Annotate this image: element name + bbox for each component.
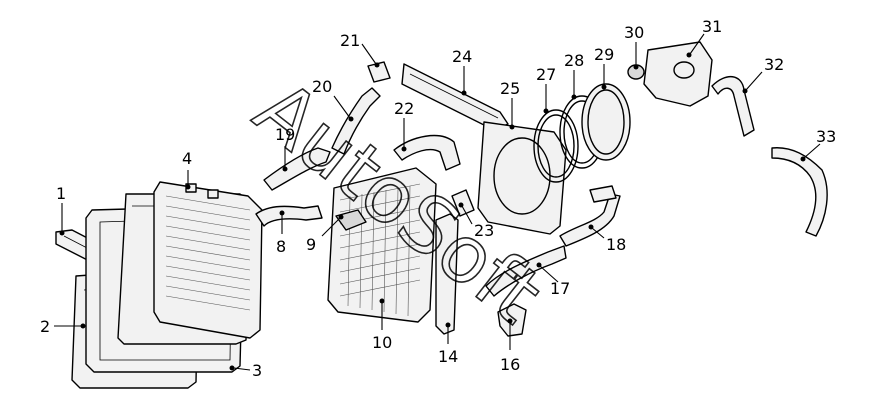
callout-30: 30 <box>624 23 644 42</box>
part-18-pipe <box>559 185 621 247</box>
part-22-hose <box>393 134 461 171</box>
callout-24: 24 <box>452 47 472 66</box>
part-27-ring <box>533 109 579 183</box>
callout-21: 21 <box>340 31 360 50</box>
callout-28: 28 <box>564 51 584 70</box>
part-25-fan-shroud <box>477 121 567 235</box>
callout-33: 33 <box>816 127 836 146</box>
part-32-hose <box>711 76 755 137</box>
callout-9: 9 <box>306 235 316 254</box>
callout-17: 17 <box>550 279 570 298</box>
part-14-side-bracket <box>435 213 459 335</box>
part-23-connector <box>451 189 475 217</box>
callout-20: 20 <box>312 77 332 96</box>
callout-3: 3 <box>252 361 262 380</box>
callout-19: 19 <box>275 125 295 144</box>
callout-27: 27 <box>536 65 556 84</box>
part-8-hose <box>255 205 323 227</box>
part-4-intercooler <box>153 181 263 339</box>
part-19-hose <box>263 147 331 191</box>
part-17-hose <box>485 245 567 297</box>
part-9-plate <box>335 209 367 231</box>
callout-1: 1 <box>56 184 66 203</box>
callout-8: 8 <box>276 237 286 256</box>
callout-22: 22 <box>394 99 414 118</box>
callout-18: 18 <box>606 235 626 254</box>
callout-29: 29 <box>594 45 614 64</box>
part-33-hose <box>771 147 828 237</box>
callout-31: 31 <box>702 17 722 36</box>
callout-32: 32 <box>764 55 784 74</box>
part-24-top-bar <box>401 63 509 131</box>
callout-16: 16 <box>500 355 520 374</box>
part-29-ring <box>581 83 631 161</box>
callout-14: 14 <box>438 347 458 366</box>
callout-4: 4 <box>182 149 192 168</box>
part-31-expansion-tank <box>643 41 713 107</box>
callouts: 1 2 3 4 8 9 10 14 16 17 18 19 20 <box>40 17 836 380</box>
part-20-hose <box>331 87 381 155</box>
callout-23: 23 <box>474 221 494 240</box>
callout-2: 2 <box>40 317 50 336</box>
callout-10: 10 <box>372 333 392 352</box>
callout-25: 25 <box>500 79 520 98</box>
part-10-radiator <box>327 167 437 323</box>
